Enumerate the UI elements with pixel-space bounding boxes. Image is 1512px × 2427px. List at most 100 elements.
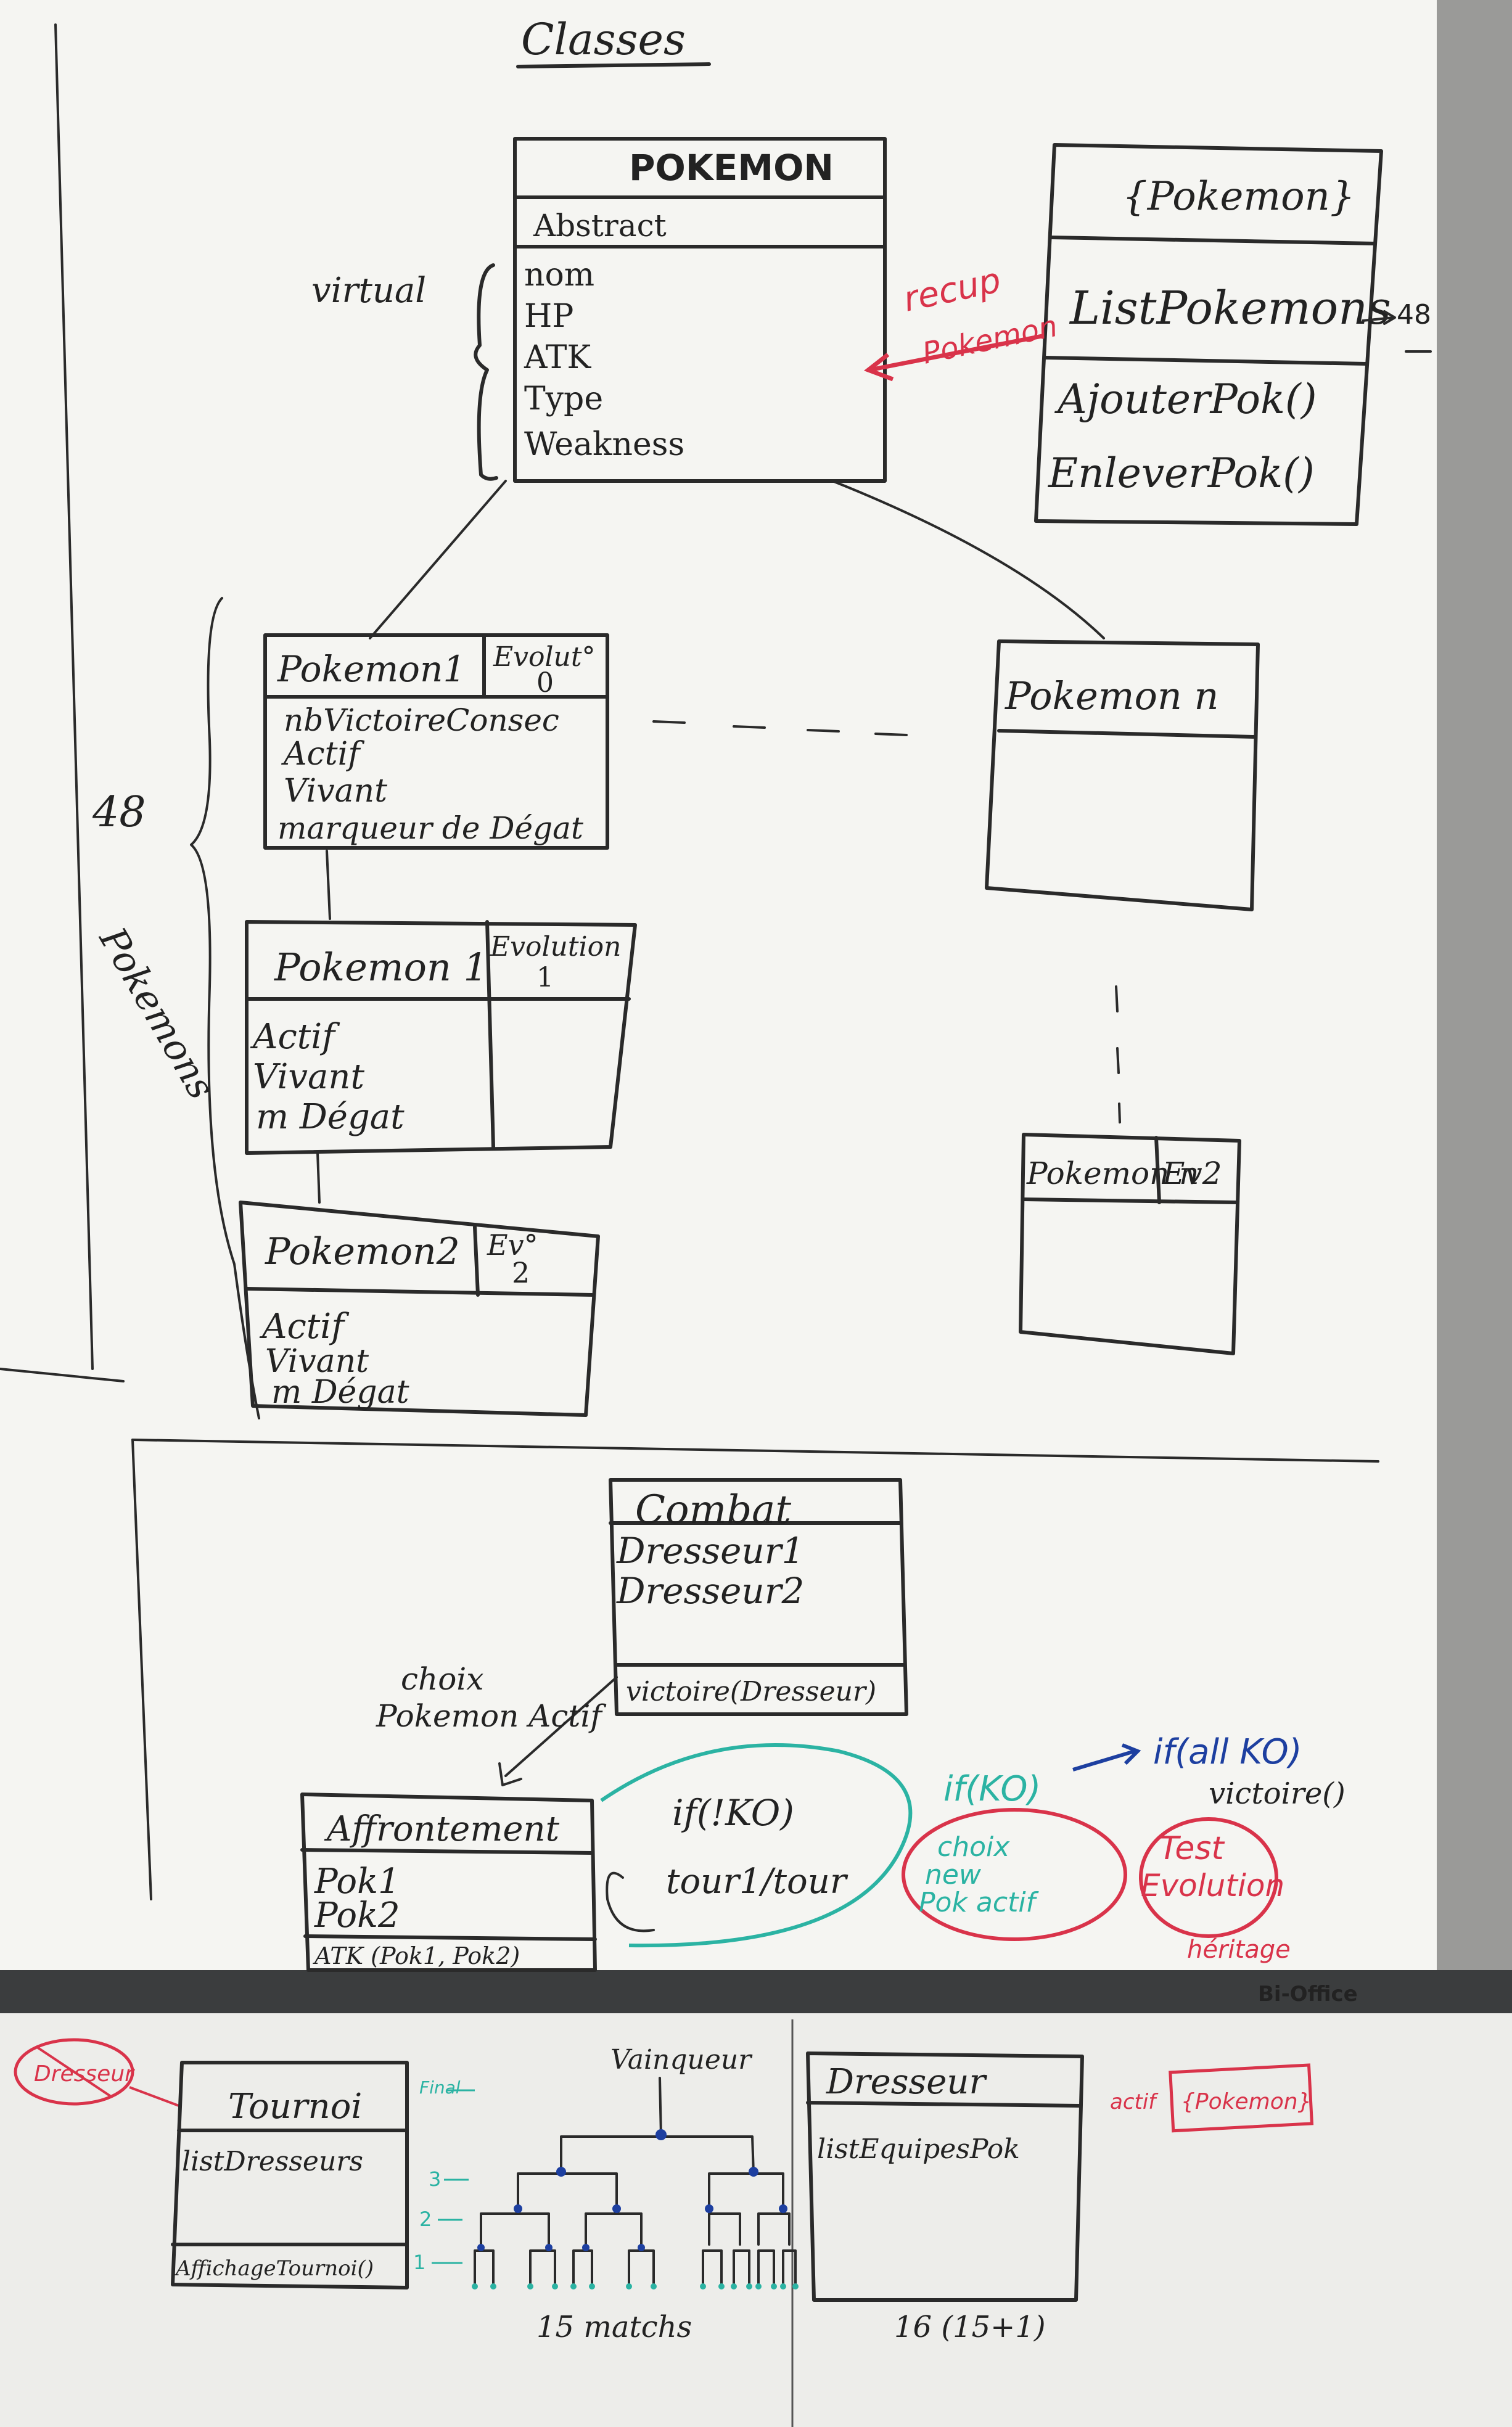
- pokemon2-ev2-evo: Ev°: [487, 1228, 538, 1262]
- pokemon2-ev2-attr-degat: m Dégat: [271, 1374, 409, 1411]
- pokemon1-ev0-evo: Evolut°: [493, 641, 596, 673]
- pokemon1-ev0-evo-num: 0: [536, 667, 554, 699]
- choix-new-ellipse: [902, 1808, 1127, 1941]
- affrontement-attr-pok1: Pok1: [314, 1862, 400, 1902]
- pokemon-class-outline: [513, 137, 887, 483]
- pokemon-list-name: {Pokemon}: [1122, 174, 1355, 220]
- pokemon-n-ev2-box: Pokemon n Ev2: [1019, 1133, 1241, 1355]
- virtual-brace: [474, 263, 498, 481]
- count-arrow: [1362, 310, 1396, 325]
- affrontement-class-name: Affrontement: [324, 1809, 560, 1849]
- actif-pokemon-box: [1169, 2063, 1314, 2133]
- combat-class-name: Combat: [635, 1487, 791, 1533]
- pokemon-class-box: POKEMON Abstract nom HP ATK Type Weaknes…: [513, 137, 887, 483]
- bracket-winner-label: Vainqueur: [610, 2044, 753, 2076]
- title-underline: [516, 62, 711, 68]
- pokemon-list-class-box: {Pokemon} ListPokemons AjouterPok() Enle…: [1034, 143, 1391, 526]
- board-frame-bottom: [0, 1970, 1512, 2013]
- pokemon1-ev0-attr-nbvictoire: nbVictoireConsec: [284, 702, 559, 738]
- combat-attr-dresseur1: Dresseur1: [616, 1530, 804, 1572]
- tournoi-class-name: Tournoi: [228, 2087, 362, 2127]
- pokemon-class-name: POKEMON: [629, 147, 834, 189]
- choix-label: choix: [401, 1661, 484, 1697]
- pokemon-list-method-add: AjouterPok(): [1054, 376, 1317, 423]
- heritage-label: héritage: [1187, 1936, 1291, 1964]
- pokemon-attr-atk: ATK: [524, 339, 591, 376]
- lower-board: [0, 2013, 1512, 2427]
- dashed-connector: [652, 720, 908, 736]
- if-ko-label: if(KO): [943, 1769, 1041, 1809]
- pokemon2-ev2-box: Pokemon2 Ev° 2 Actif Vivant m Dégat: [239, 1201, 600, 1417]
- choix-new-line3: Pok actif: [919, 1887, 1040, 1918]
- victoire-call: victoire(): [1209, 1776, 1346, 1811]
- tournoi-class-box: Tournoi listDresseurs AffichageTournoi(): [171, 2061, 409, 2289]
- pokemon1-ev1-attr-vivant: Vivant: [253, 1057, 364, 1097]
- dresseur-footer: 16 (15+1): [894, 2310, 1046, 2344]
- round-label-final: Final: [419, 2077, 461, 2098]
- pokemon-n-ev2-evo: Ev2: [1162, 1156, 1222, 1191]
- section-line-left: [0, 1368, 125, 1382]
- round-label-2: 2: [419, 2207, 432, 2231]
- test-label: Test: [1159, 1830, 1225, 1867]
- dresseur-class-name: Dresseur: [826, 2062, 987, 2102]
- pokemon1-ev0-name: Pokemon1: [277, 648, 466, 690]
- pokemon-class-stereotype: Abstract: [533, 208, 667, 244]
- dresseur-class-box: Dresseur listEquipesPok 16 (15+1): [806, 2051, 1084, 2344]
- pokemon-attr-type: Type: [524, 380, 603, 417]
- pokemon2-ev2-name: Pokemon2: [265, 1230, 460, 1273]
- pokemon1-ev0-attr-vivant: Vivant: [284, 773, 387, 810]
- affrontement-attr-pok2: Pok2: [314, 1895, 400, 1936]
- pokemon-attr-weakness: Weakness: [524, 426, 684, 463]
- blue-arrow: [1072, 1743, 1141, 1772]
- tournament-bracket: Vainqueur Final 3 2 1: [413, 2044, 799, 2344]
- pokemon-list-method-remove: EnleverPok(): [1048, 450, 1315, 497]
- upper-board: [0, 0, 1512, 1982]
- choix-new-line2: new: [925, 1859, 982, 1891]
- group-brace: [190, 597, 260, 1419]
- combat-to-affrontement-arrow: [498, 1676, 618, 1786]
- test-evolution-ellipse: [1139, 1817, 1278, 1938]
- choix-new-line1: choix: [937, 1831, 1010, 1863]
- affrontement-method-atk: ATK (Pok1, Pok2): [313, 1942, 520, 1969]
- recup-arrow: [869, 334, 1043, 372]
- matches-label: 15 matchs: [536, 2310, 692, 2344]
- board-frame-right: [1437, 0, 1512, 1982]
- loop-arrow: [606, 1871, 655, 1932]
- pokemon1-ev1-evo: Evolution: [490, 931, 621, 963]
- round-label-3: 3: [429, 2167, 441, 2191]
- actif-pokemon-note: {Pokemon}: [1181, 2089, 1312, 2114]
- group-label-count: 48: [92, 788, 146, 837]
- pokemon1-ev1-name: Pokemon 1: [274, 945, 488, 990]
- loop-label-condition: if(!KO): [672, 1792, 794, 1834]
- dashed-vertical: [1115, 985, 1121, 1123]
- evolution-link-1: [326, 850, 331, 920]
- loop-label-tour: tour1/tour: [666, 1862, 848, 1902]
- choix-label-pokemon-actif: Pokemon Actif: [376, 1698, 606, 1734]
- pokemon-attr-hp: HP: [524, 298, 573, 335]
- margin-line-lower: [131, 1439, 152, 1900]
- pokemon2-ev2-attr-vivant: Vivant: [265, 1343, 369, 1380]
- evolution-link-2: [316, 1152, 321, 1204]
- virtual-label: virtual: [311, 271, 426, 311]
- pokemon1-ev0-box: Pokemon1 Evolut° 0 nbVictoireConsec Acti…: [263, 633, 609, 850]
- dresseur-attr-equipes: listEquipesPok: [817, 2133, 1020, 2165]
- pokemon1-ev1-evo-num: 1: [536, 962, 554, 993]
- bracket-semis-lines: [517, 2172, 784, 2209]
- pokemon2-ev2-attr-actif: Actif: [259, 1307, 350, 1347]
- page-title: Classes: [521, 14, 686, 65]
- pokemon1-ev0-attr-actif: Actif: [281, 736, 364, 773]
- affrontement-class-box: Affrontement Pok1 Pok2 ATK (Pok1, Pok2): [300, 1793, 597, 1972]
- if-all-ko-label: if(all KO): [1153, 1732, 1302, 1772]
- dresseur-tag: Dresseur: [34, 2061, 135, 2087]
- tournoi-attr-list: listDresseurs: [182, 2146, 363, 2177]
- teal-loop: [600, 1743, 913, 1948]
- margin-line-left: [54, 23, 94, 1370]
- pokemon-n-box: Pokemon n: [985, 639, 1260, 911]
- round-label-1: 1: [413, 2251, 425, 2274]
- bracket-quarter-lines: [480, 2212, 791, 2246]
- board-brand: Bi-Office: [1258, 1982, 1358, 2006]
- combat-method-victoire: victoire(Dresseur): [626, 1676, 876, 1707]
- count-note: 48: [1397, 299, 1431, 331]
